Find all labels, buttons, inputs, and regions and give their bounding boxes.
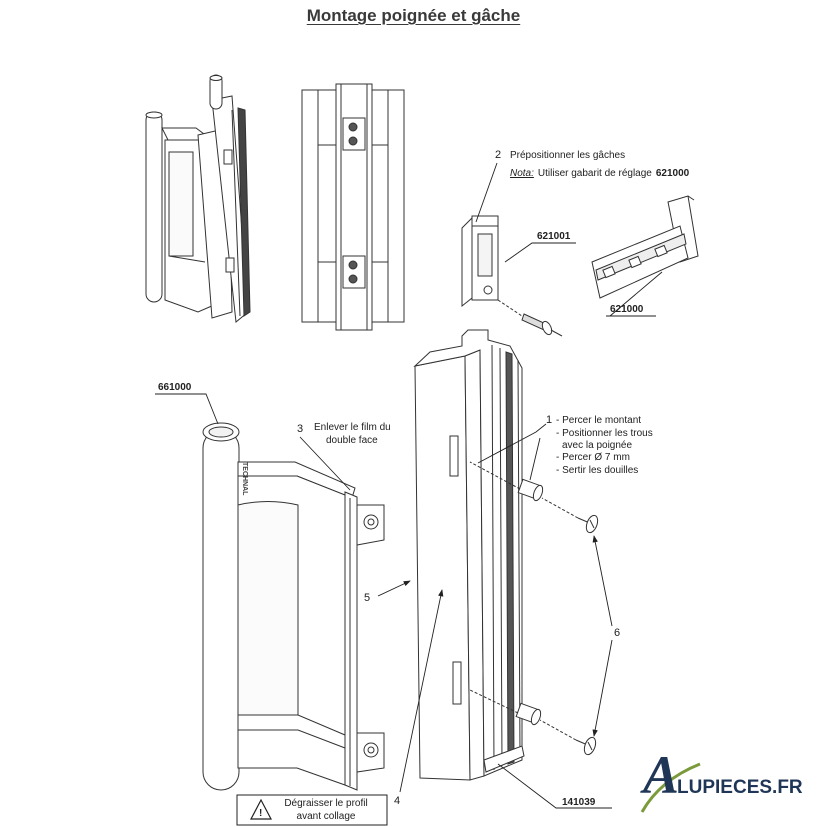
step1-line: - Sertir les douilles xyxy=(556,465,638,476)
callout-step3: 3 Enlever le film du double face xyxy=(297,422,391,446)
step3-line: Enlever le film du xyxy=(314,422,391,433)
bushing-top xyxy=(517,478,544,502)
site-logo: ALUPIECES.FR xyxy=(643,745,803,805)
step5-number: 5 xyxy=(364,592,370,604)
svg-text:!: ! xyxy=(259,808,262,819)
screw-icon xyxy=(348,274,358,284)
slot-top xyxy=(449,435,459,477)
handle-bar xyxy=(145,111,163,303)
step2-number: 2 xyxy=(495,149,501,161)
step1-line: - Percer Ø 7 mm xyxy=(556,452,630,463)
warning-box: ! Dégraisser le profil avant collage xyxy=(236,794,388,826)
profile-141039 xyxy=(413,329,525,781)
handle-assembly-perspective xyxy=(145,74,251,323)
callout-step1: 1 - Percer le montant - Positionner les … xyxy=(546,414,653,476)
handle-661000: TECHNAL xyxy=(202,422,385,791)
nota-ref: 621000 xyxy=(656,168,690,179)
warning-line: Dégraisser le profil xyxy=(284,798,367,809)
warning-triangle-icon: ! xyxy=(250,798,272,820)
profile-front-face xyxy=(414,355,471,781)
step2-text: Prépositionner les gâches xyxy=(510,150,625,161)
ref-profile: 141039 xyxy=(562,797,596,808)
logo-swoosh xyxy=(640,762,701,813)
profile-section xyxy=(413,329,523,777)
mounting-ear-top xyxy=(356,504,385,546)
step1-line: - Positionner les trous xyxy=(556,428,653,439)
ref-handle: 661000 xyxy=(158,382,192,393)
strike-plate-top xyxy=(342,117,366,151)
handle-marking: TECHNAL xyxy=(241,462,248,496)
step1-number: 1 xyxy=(546,414,552,426)
screw-icon xyxy=(348,122,358,132)
ref-adjustment-template: 621000 xyxy=(610,304,644,315)
step3-line: double face xyxy=(326,435,378,446)
handle-recess xyxy=(237,501,299,719)
screw-top xyxy=(577,514,599,534)
nota-text: Utiliser gabarit de réglage xyxy=(538,168,652,179)
warning-line: avant collage xyxy=(297,811,356,822)
nota-line: Nota: Utiliser gabarit de réglage 621000 xyxy=(510,168,690,179)
clip-bottom xyxy=(225,257,235,273)
adjustment-template-621000 xyxy=(591,195,699,299)
strike-plate-bottom xyxy=(342,255,366,289)
profile-front-view xyxy=(301,83,405,331)
screw-icon xyxy=(348,136,358,146)
bushings-and-screws xyxy=(469,461,599,756)
diagram-title: Montage poignée et gâche xyxy=(306,6,521,25)
nota-label: Nota: xyxy=(510,168,534,179)
screw-icon xyxy=(348,260,358,270)
leader-lines xyxy=(155,162,663,809)
bracket-bottom-arm xyxy=(237,714,346,749)
ref-strike-plate: 621001 xyxy=(537,231,571,242)
bushing-bottom xyxy=(515,702,542,726)
handle-bar xyxy=(202,429,240,791)
clip-top xyxy=(223,149,233,165)
strike-plate-621001 xyxy=(461,215,499,308)
bracket-edge xyxy=(344,491,358,791)
step1-line: - Percer le montant xyxy=(556,415,641,426)
step3-number: 3 xyxy=(297,423,303,435)
step4-number: 4 xyxy=(394,795,400,807)
fixing-screw xyxy=(497,299,563,337)
screw-bottom xyxy=(575,736,597,756)
center-channel xyxy=(335,83,373,331)
callout-step2: 2 Prépositionner les gâches Nota: Utilise… xyxy=(495,149,690,179)
mounting-ear-bottom xyxy=(356,732,385,773)
step6-number: 6 xyxy=(614,627,620,639)
slot-bottom xyxy=(452,661,462,705)
step1-line: avec la poignée xyxy=(562,440,632,451)
